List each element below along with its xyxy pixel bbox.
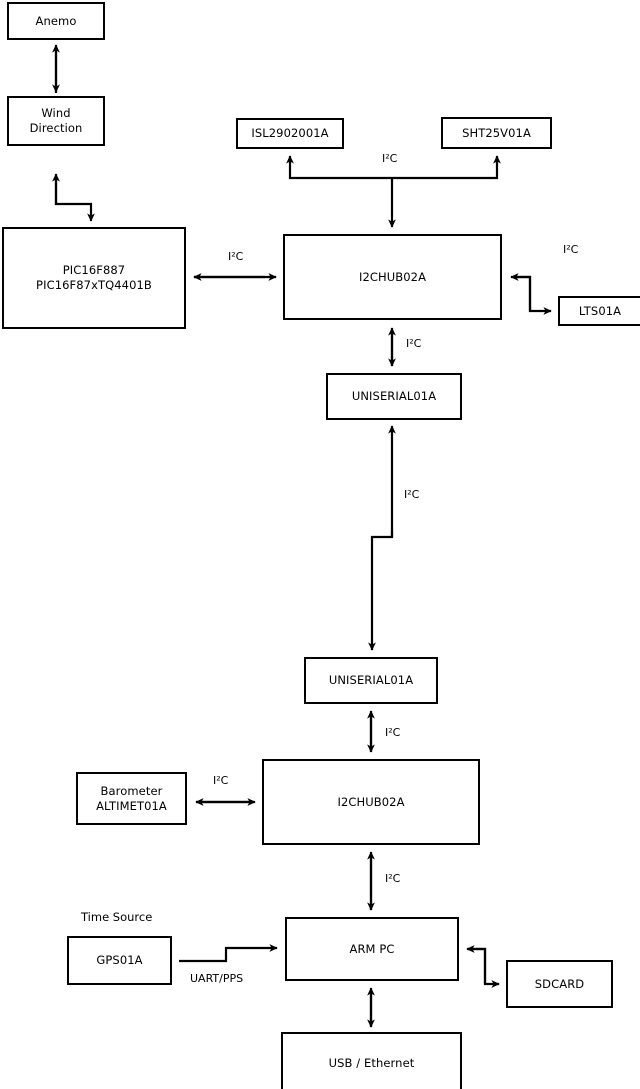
edge-label-uniserial-link: I²C	[404, 488, 420, 501]
wire-wind-pic-down	[54, 180, 95, 222]
wire-uniserial-link-down	[368, 530, 394, 651]
node-pic-mcu[interactable]: PIC16F887 PIC16F87xTQ4401B	[2, 227, 186, 329]
node-sdcard[interactable]: SDCARD	[506, 960, 613, 1008]
node-anemo[interactable]: Anemo	[7, 2, 105, 40]
node-arm-pc-label: ARM PC	[349, 941, 395, 956]
node-uniserial01a-top-label: UNISERIAL01A	[351, 389, 437, 403]
node-gps01a[interactable]: GPS01A	[67, 936, 172, 985]
wire-hub-lts-out	[513, 275, 552, 315]
node-lts01a-label: LTS01A	[578, 303, 622, 318]
edge-label-gps-armpc: UART/PPS	[190, 972, 244, 985]
node-uniserial01a-bottom[interactable]: UNISERIAL01A	[304, 657, 438, 704]
edge-label-uniserial-hub-bottom: I²C	[385, 726, 401, 739]
node-usb-ethernet-label: USB / Ethernet	[328, 1055, 415, 1070]
wire-hub-bus-isl	[286, 155, 392, 180]
node-uniserial01a-bottom-label: UNISERIAL01A	[328, 673, 414, 687]
node-i2chub02a-top[interactable]: I2CHUB02A	[283, 234, 502, 320]
node-sht25v01a[interactable]: SHT25V01A	[441, 117, 552, 149]
wire-hub-bus-sht	[392, 155, 501, 180]
wire-hub-lts-in	[510, 273, 532, 311]
edge-label-pic-hub: I²C	[228, 250, 244, 263]
node-arm-pc[interactable]: ARM PC	[285, 917, 459, 981]
wire-gps-armpc	[179, 944, 278, 963]
node-sht25v01a-label: SHT25V01A	[462, 125, 531, 140]
edge-label-barometer-hub: I²C	[213, 774, 229, 787]
node-lts01a[interactable]: LTS01A	[558, 296, 640, 326]
annotation-time-source: Time Source	[81, 910, 153, 924]
node-wind-direction[interactable]: Wind Direction	[7, 96, 105, 146]
node-wind-direction-label: Wind Direction	[29, 106, 83, 135]
node-barometer-altimet01a-label: Barometer ALTIMET01A	[96, 783, 167, 813]
edge-label-hub-lts: I²C	[563, 243, 579, 256]
edge-label-hub-uniserial-top: I²C	[406, 337, 422, 350]
node-i2chub02a-bottom-label: I2CHUB02A	[337, 794, 405, 809]
node-anemo-label: Anemo	[35, 13, 77, 28]
node-barometer-altimet01a[interactable]: Barometer ALTIMET01A	[76, 772, 187, 825]
node-usb-ethernet[interactable]: USB / Ethernet	[281, 1032, 462, 1089]
node-pic-mcu-label: PIC16F887 PIC16F87xTQ4401B	[36, 263, 152, 292]
node-uniserial01a-top[interactable]: UNISERIAL01A	[326, 373, 462, 420]
edge-label-hub-armpc: I²C	[385, 872, 401, 885]
node-gps01a-label: GPS01A	[96, 953, 143, 967]
node-sdcard-label: SDCARD	[534, 976, 585, 991]
wire-armpc-sdcard-in	[466, 945, 487, 984]
node-isl2902001a-label: ISL2902001A	[251, 126, 329, 140]
edge-label-hub-sensors: I²C	[382, 152, 398, 165]
node-i2chub02a-bottom[interactable]: I2CHUB02A	[262, 759, 480, 845]
wire-armpc-sdcard-out	[468, 947, 500, 988]
node-i2chub02a-top-label: I2CHUB02A	[358, 269, 427, 284]
node-isl2902001a[interactable]: ISL2902001A	[236, 118, 344, 149]
